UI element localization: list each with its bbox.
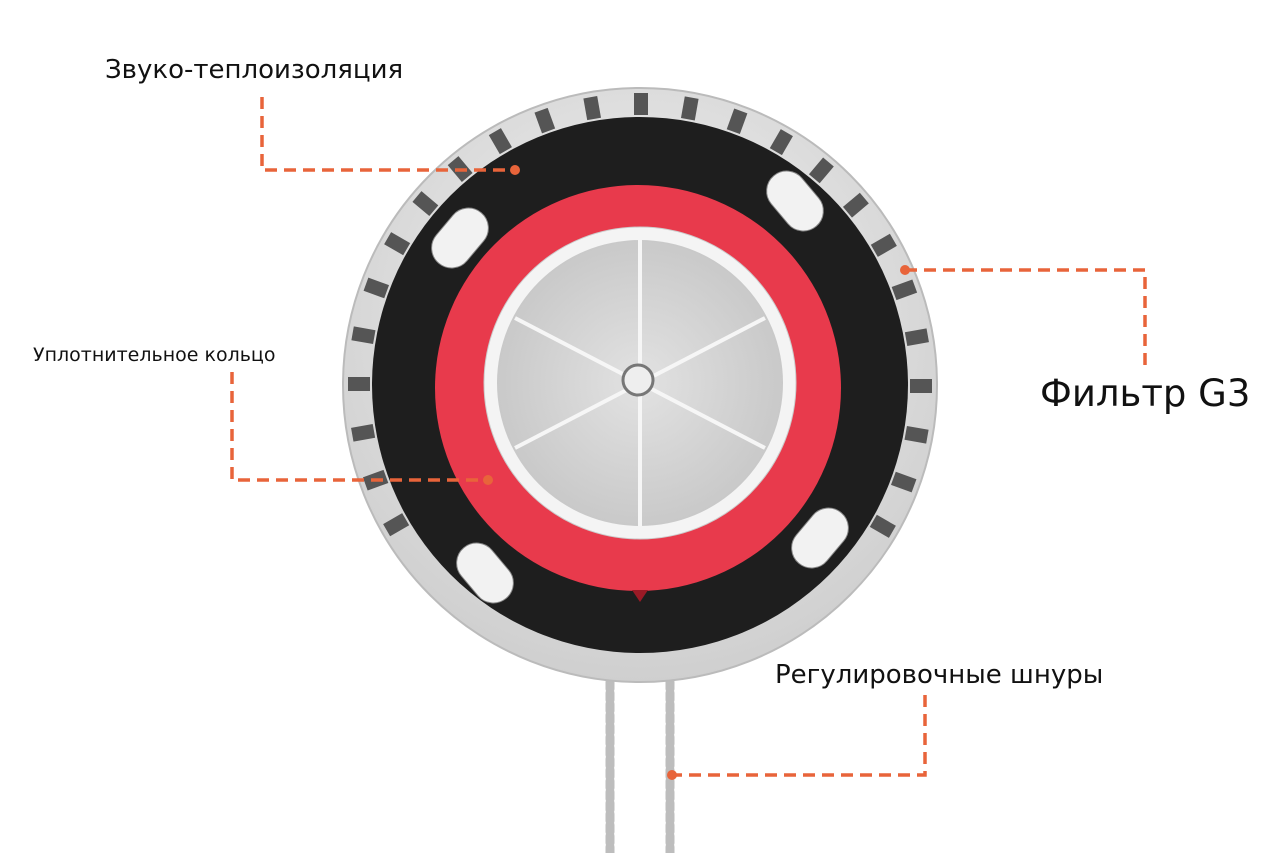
vent-slot: [891, 279, 918, 301]
vent-slot: [904, 328, 929, 346]
center-screw: [621, 363, 655, 397]
adjustment-cords: [605, 655, 675, 853]
vent-slot: [583, 96, 601, 121]
vent-slot: [383, 513, 410, 537]
vent-slot: [680, 96, 699, 121]
vent-slot: [890, 471, 917, 493]
vent-slot: [363, 277, 390, 299]
vent-slot: [904, 425, 929, 444]
vent-slot: [351, 326, 376, 345]
vent-slot: [488, 128, 512, 155]
label-filter: Фильтр G3: [1040, 372, 1251, 415]
mount-slots: [431, 170, 849, 604]
vent-slot: [910, 379, 932, 393]
vent-slot: [534, 107, 556, 134]
vent-slot: [870, 233, 897, 257]
vent-slot: [842, 192, 869, 218]
label-insulation: Звуко-теплоизоляция: [105, 55, 404, 85]
filter-vents: [348, 93, 932, 538]
vent-slot: [769, 129, 793, 156]
vent-slot: [351, 424, 376, 442]
vent-slot: [384, 232, 411, 256]
vent-slot: [634, 93, 648, 115]
vent-slot: [412, 191, 439, 217]
vent-slot: [808, 157, 834, 184]
label-seal-ring: Уплотнительное кольцо: [33, 344, 276, 366]
vent-slot: [726, 108, 748, 135]
vent-slot: [869, 514, 896, 538]
label-cords: Регулировочные шнуры: [775, 660, 1104, 690]
vent-slot: [348, 377, 370, 391]
leader-lines: [230, 97, 1147, 777]
arrow-marker: [632, 590, 648, 602]
leader-dots: [483, 165, 910, 780]
